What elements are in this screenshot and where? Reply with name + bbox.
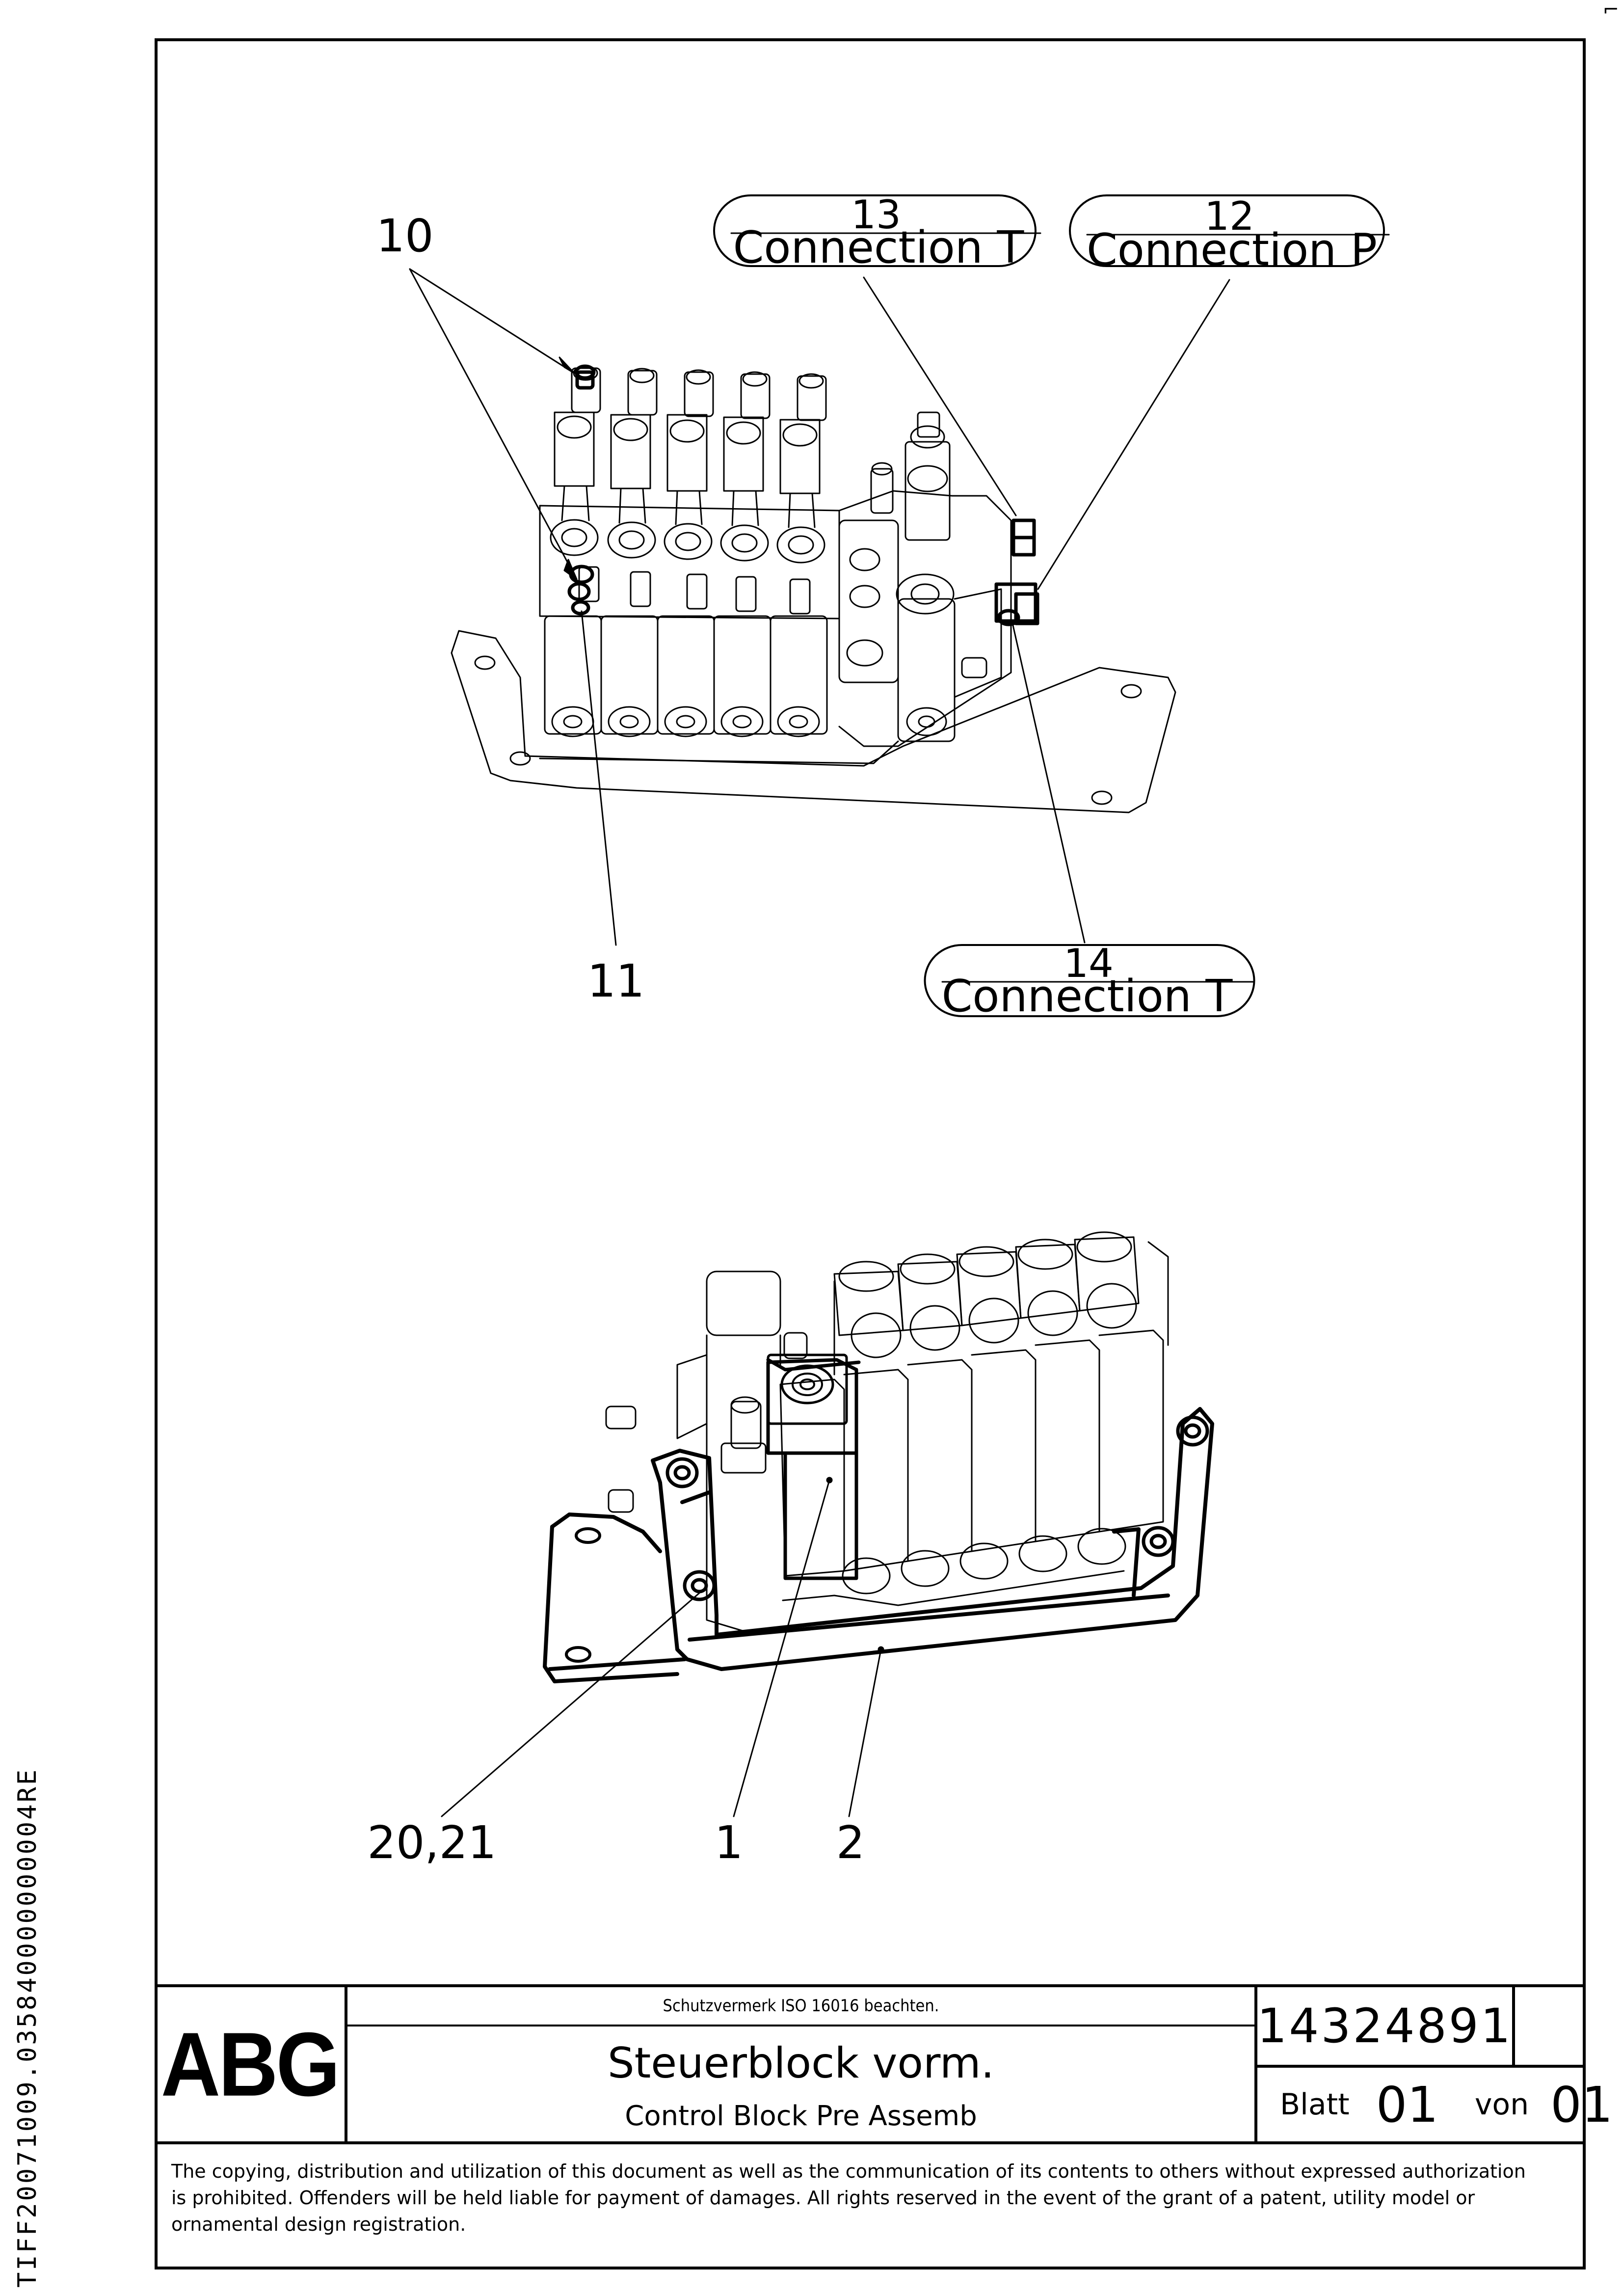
copyright-line: is prohibited. Offenders will be held li… bbox=[171, 2187, 1475, 2209]
callout-13-label: Connection T bbox=[733, 222, 1025, 273]
callout-20-21: 20,21 bbox=[367, 1816, 496, 1869]
callout-12-number: 12 bbox=[1204, 193, 1254, 239]
sheet-total: 01 bbox=[1550, 2076, 1613, 2134]
sheet-number: 01 bbox=[1376, 2076, 1438, 2134]
callout-14-label: Connection T bbox=[942, 971, 1233, 1022]
leader-lines-top bbox=[409, 268, 1230, 946]
sheet-info: Blatt 01 von 01 bbox=[1254, 2068, 1613, 2141]
callout-13-number: 13 bbox=[851, 192, 901, 238]
leader-lines-bottom bbox=[441, 1479, 882, 1817]
title-block: ABG Schutzvermerk ISO 16016 beachten. St… bbox=[155, 1984, 1613, 2141]
callout-1: 1 bbox=[715, 1816, 744, 1869]
copyright-line: ornamental design registration. bbox=[171, 2214, 466, 2235]
callout-14-number: 14 bbox=[1064, 941, 1114, 986]
revision-cell bbox=[1512, 1987, 1583, 2068]
drawing-frame bbox=[155, 38, 1586, 2269]
title-german: Steuerblock vorm. bbox=[608, 2039, 994, 2088]
callout-10: 10 bbox=[376, 210, 433, 262]
control-block-bottom-view bbox=[543, 1231, 1214, 1683]
title-english: Control Block Pre Assemb bbox=[625, 2100, 977, 2132]
abg-logo: ABG bbox=[155, 1987, 347, 2141]
sheet-label: Blatt bbox=[1280, 2087, 1350, 2122]
callout-frames bbox=[713, 194, 1390, 1017]
callout-2: 2 bbox=[836, 1816, 865, 1869]
callout-12-label: Connection P bbox=[1087, 224, 1377, 276]
of-label: von bbox=[1474, 2087, 1529, 2122]
copyright-line: The copying, distribution and utilizatio… bbox=[171, 2161, 1526, 2182]
control-block-top-view bbox=[451, 364, 1176, 813]
callout-11: 11 bbox=[587, 955, 644, 1007]
copyright-notice: The copying, distribution and utilizatio… bbox=[155, 2141, 1586, 2269]
corner-mark: ⌐ bbox=[1602, 0, 1619, 21]
drawing-number: 14324891 bbox=[1254, 1987, 1512, 2068]
protection-note: Schutzvermerk ISO 16016 beachten. bbox=[347, 1987, 1254, 2026]
